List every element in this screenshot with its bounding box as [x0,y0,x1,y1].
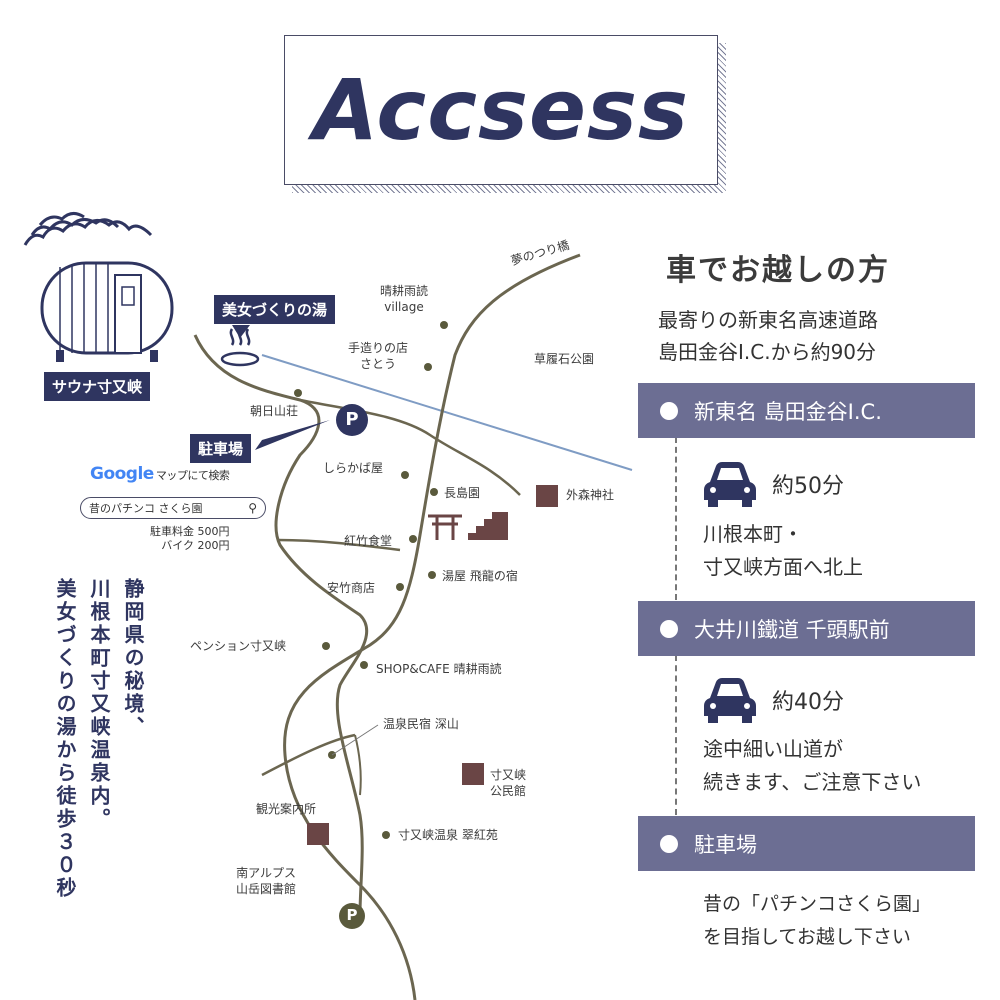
place-yuya: 湯屋 飛龍の宿 [442,569,518,583]
parking-marker-2 [339,903,365,929]
place-benitake: 紅竹食堂 [344,534,393,548]
parking-symbol-2: P [346,906,358,924]
route-bar-parking: 駐車場 [638,816,975,871]
place-library: 南アルプス山岳図書館 [236,866,297,896]
route-note-3: 昔の「パチンコさくら園」を目指してお越し下さい [703,893,932,948]
place-zouri-park: 草履石公園 [534,352,595,366]
steps-icon [468,512,508,540]
place-tezukuri: 手造りの店さとう [348,341,409,371]
route-time-2: 約40分 [702,676,844,724]
search-query: 昔のパチンコ さくら園 [89,502,203,515]
torii-icon [428,514,462,540]
bullet-icon [660,619,678,638]
place-kouminkan: 寸又峡公民館 [490,768,527,798]
bijin-onsen-label: 美女づくりの湯 [214,295,336,324]
parking-fee: 駐車料金 500円バイク 200円 [150,525,230,552]
branch-road-2 [277,538,401,552]
place-shopcafe: SHOP&CAFE 晴耕雨読 [376,662,502,676]
route-dash-2 [675,655,677,815]
page-title: Accsess [313,61,689,159]
place-fukayama: 温泉民宿 深山 [383,717,459,731]
parking-marker-1 [336,404,368,436]
route-dash-1 [675,437,677,600]
river-line [261,354,633,471]
route-bar-shimada: 新東名 島田金谷I.C. [638,383,975,438]
place-pension: ペンション寸又峡 [190,639,287,653]
route-time-1: 約50分 [702,460,844,508]
bullet-icon [660,401,678,420]
bullet-icon [660,834,678,853]
sauna-label: サウナ寸又峡 [44,372,151,401]
onsen-icon [220,328,260,367]
google-logo: Google [90,464,154,484]
branch-road-4 [354,734,362,796]
map-drawing [23,212,633,1000]
route-note-2: 途中細い山道が続きます、ご注意下さい [703,737,922,794]
search-box: 昔のパチンコ さくら園 ⚲ [80,497,266,519]
place-yasutake: 安竹商店 [327,581,376,595]
route-note-1: 川根本町・寸又峡方面へ北上 [703,522,863,579]
place-kankou: 観光案内所 [256,802,317,816]
branch-road-1 [299,398,521,496]
car-access-heading: 車でお越しの方 [666,253,890,288]
route-bar-senzu: 大井川鐵道 千頭駅前 [638,601,975,656]
parking-label: 駐車場 [190,434,252,463]
place-shirakaba: しらかば屋 [323,461,384,475]
vertical-access-text: 静岡県の秘境、 川根本町寸又峡温泉内。 美女づくりの湯から徒歩３０秒 [53,578,145,900]
place-tomori-shrine: 外森神社 [566,488,615,502]
search-icon: ⚲ [248,501,257,515]
car-icon [704,678,756,723]
parking-symbol-1: P [345,409,359,430]
branch-road-3 [261,733,356,777]
title-box: Accsess [284,35,718,185]
place-nagashima: 長島園 [444,486,481,500]
place-suikouen: 寸又峡温泉 翠紅苑 [398,828,498,842]
sauna-barrel-icon [23,212,174,362]
car-access-sub: 最寄りの新東名高速道路島田金谷I.C.から約90分 [658,308,878,364]
place-asahi: 朝日山荘 [250,404,299,418]
car-icon [704,462,756,507]
